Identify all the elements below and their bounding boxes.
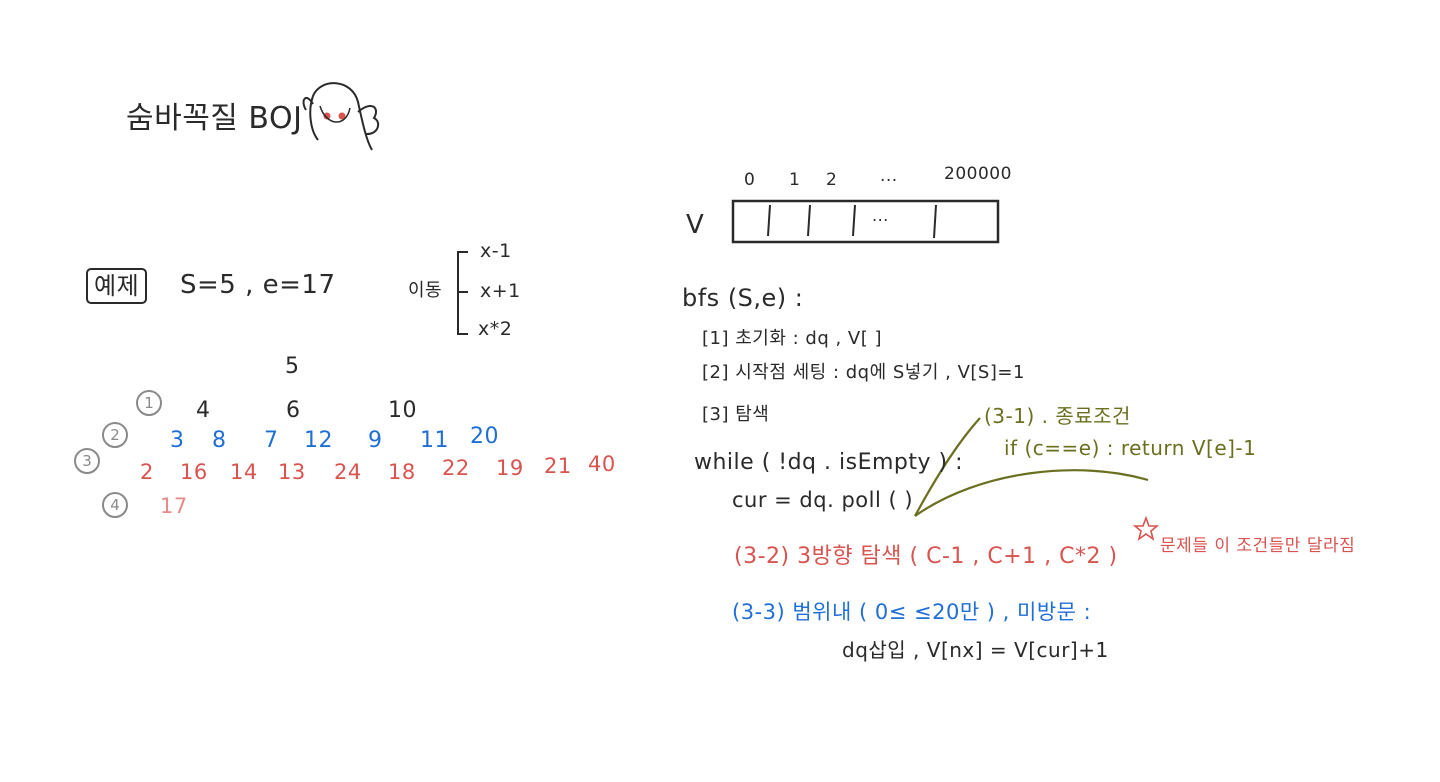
tree-node: 14	[230, 460, 258, 484]
array-index: 1	[789, 170, 801, 190]
three-direction-search: (3-2) 3방향 탐색 ( C-1 , C+1 , C*2 )	[734, 544, 1118, 569]
tree-node: 10	[388, 398, 417, 423]
move-plus: x+1	[480, 280, 521, 302]
array-cell-dots: ...	[872, 206, 889, 225]
array-divider	[852, 204, 856, 237]
step-init: [1] 초기화 : dq , V[ ]	[702, 328, 883, 349]
exit-condition-title: (3-1) . 종료조건	[984, 404, 1131, 428]
array-name: V	[686, 210, 705, 240]
array-box	[731, 199, 1000, 244]
tree-node: 21	[544, 454, 572, 478]
ghost-face	[319, 105, 351, 123]
tree-node-target: 17	[160, 494, 188, 518]
array-divider	[807, 204, 811, 237]
condition-note: 문제들 이 조건들만 달라짐	[1160, 536, 1356, 556]
range-check: (3-3) 범위내 ( 0≤ ≤20만 ) , 미방문 :	[732, 600, 1092, 624]
tree-node: 22	[442, 456, 470, 480]
level-marker-4: 4	[102, 492, 128, 518]
while-line: while ( !dq . isEmpty ) :	[694, 450, 963, 475]
tree-node: 11	[420, 428, 449, 453]
step-search: [3] 탐색	[702, 404, 770, 425]
move-bracket	[457, 251, 468, 335]
tree-node: 2	[140, 460, 154, 484]
ghost-hand	[302, 96, 314, 111]
tree-node: 6	[286, 398, 301, 423]
tree-node: 7	[264, 428, 279, 453]
tree-node: 20	[470, 424, 499, 449]
array-divider	[767, 204, 771, 237]
tree-node: 12	[304, 428, 333, 453]
condition-connector	[914, 469, 1149, 517]
level-marker-3: 3	[74, 448, 100, 474]
enqueue-line: dq삽입 , V[nx] = V[cur]+1	[842, 638, 1109, 662]
tree-node: 9	[368, 428, 383, 453]
move-minus: x-1	[480, 240, 512, 262]
tree-node: 8	[212, 428, 227, 453]
tree-node: 40	[588, 452, 616, 476]
array-index: 2	[826, 170, 838, 190]
tree-node: 3	[170, 428, 185, 453]
array-index: 200000	[944, 164, 1012, 184]
exit-condition-body: if (c==e) : return V[e]-1	[1004, 436, 1257, 460]
star-icon	[1132, 515, 1160, 541]
move-label: 이동	[408, 280, 443, 301]
array-index: 0	[744, 170, 756, 190]
page-title: 숨바꼭질 BOJ	[126, 101, 303, 136]
tree-node: 13	[278, 460, 306, 484]
tree-node: 24	[334, 460, 362, 484]
ghost-body	[309, 82, 373, 151]
example-params: S=5 , e=17	[180, 270, 336, 300]
example-label: 예제	[86, 268, 148, 304]
ghost-eye-left	[323, 112, 331, 120]
tree-node: 18	[388, 460, 416, 484]
level-marker-2: 2	[102, 422, 128, 448]
tree-node: 16	[180, 460, 208, 484]
level-marker-1: 1	[136, 390, 162, 416]
ghost-eye-right	[338, 112, 346, 120]
array-index: ...	[880, 166, 898, 186]
poll-line: cur = dq. poll ( )	[732, 488, 914, 512]
tree-node: 4	[196, 398, 211, 423]
ghost-arm	[357, 104, 380, 136]
array-divider	[933, 204, 937, 239]
tree-node: 19	[496, 456, 524, 480]
move-double: x*2	[478, 318, 513, 340]
step-setup: [2] 시작점 세팅 : dq에 S넣기 , V[S]=1	[702, 362, 1025, 383]
condition-connector	[914, 417, 981, 517]
bfs-signature: bfs (S,e) :	[682, 284, 804, 312]
tree-root: 5	[285, 354, 300, 379]
